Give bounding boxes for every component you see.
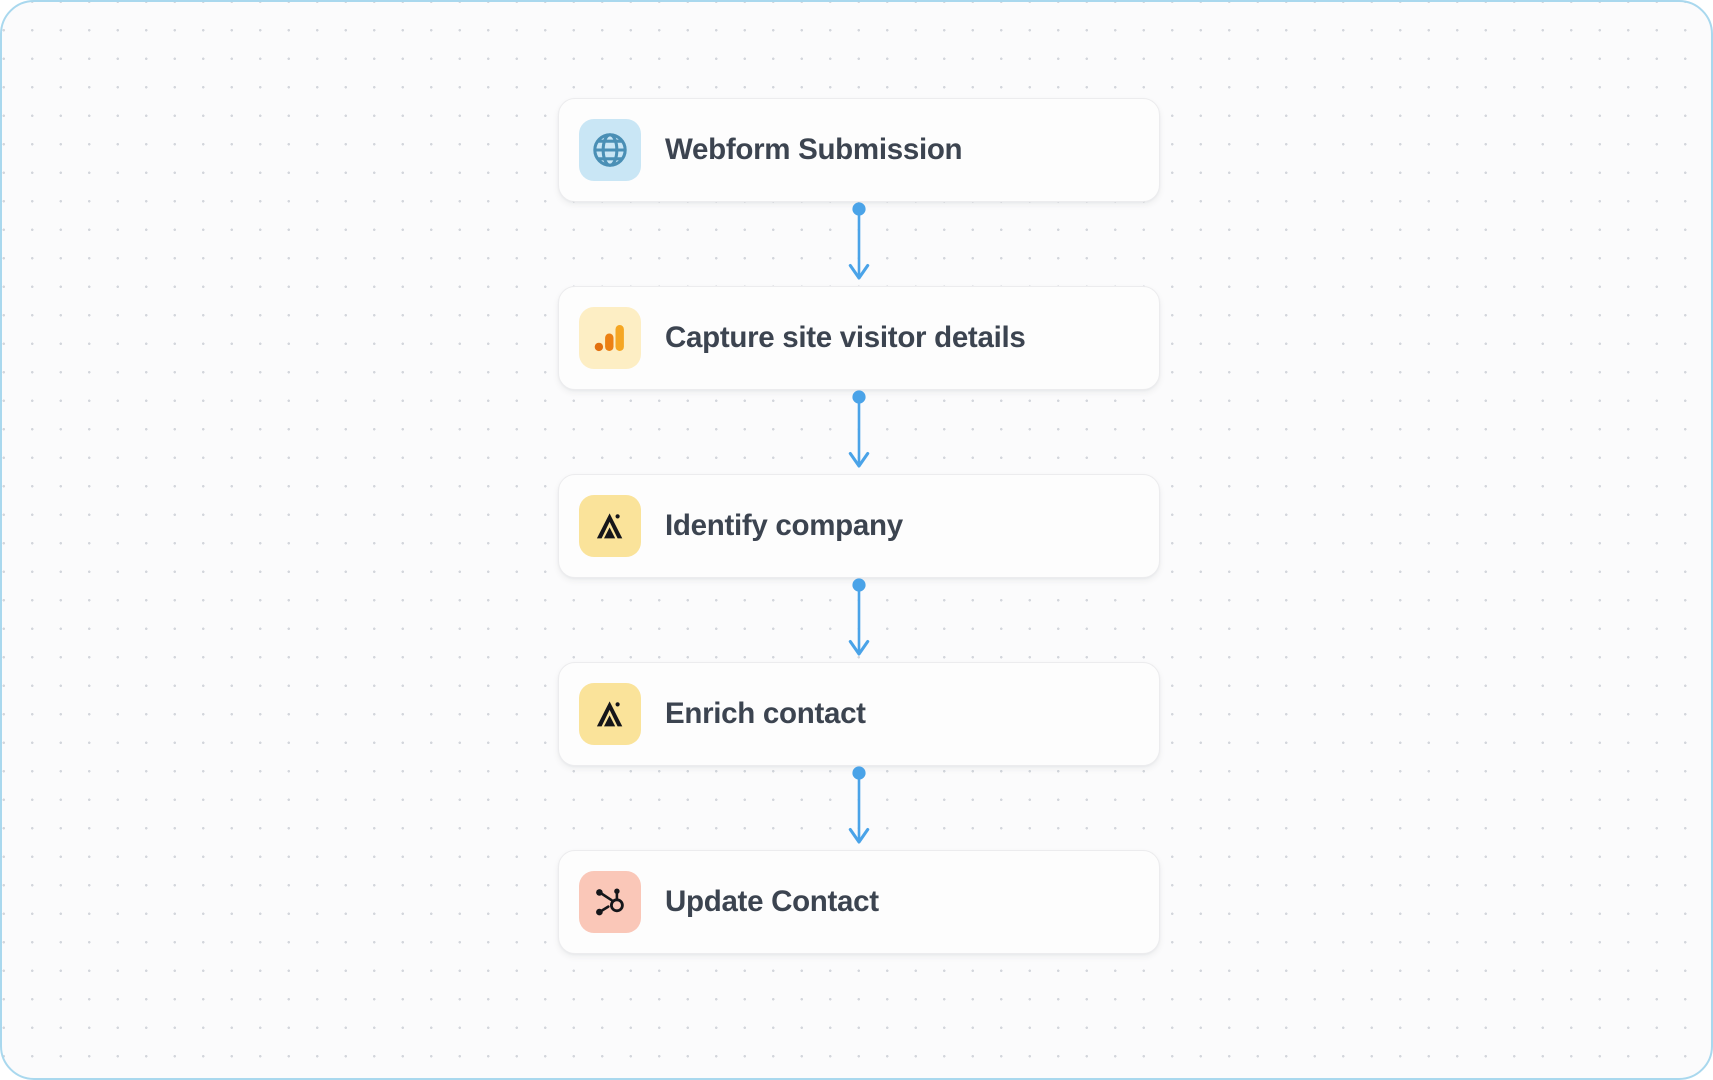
workflow-connector — [558, 766, 1160, 850]
workflow-node-enrich-contact[interactable]: Enrich contact — [558, 662, 1160, 766]
connector-arrowhead — [848, 451, 870, 468]
google-analytics-icon — [579, 307, 641, 369]
apollo-icon — [579, 495, 641, 557]
connector-start-dot — [852, 578, 866, 592]
workflow-node-label: Webform Submission — [665, 133, 963, 166]
workflow-connector — [558, 578, 1160, 662]
workflow-node-label: Capture site visitor details — [665, 321, 1026, 354]
workflow-node-label: Identify company — [665, 509, 903, 542]
workflow-node-update-contact[interactable]: Update Contact — [558, 850, 1160, 954]
workflow-node-webform-submission[interactable]: Webform Submission — [558, 98, 1160, 202]
workflow-node-label: Update Contact — [665, 885, 879, 918]
connector-arrowhead — [848, 827, 870, 844]
workflow-connector — [558, 202, 1160, 286]
workflow-node-label: Enrich contact — [665, 697, 866, 730]
workflow-node-capture-site-visitor-details[interactable]: Capture site visitor details — [558, 286, 1160, 390]
workflow-connector — [558, 390, 1160, 474]
workflow-node-identify-company[interactable]: Identify company — [558, 474, 1160, 578]
hubspot-icon — [579, 871, 641, 933]
connector-start-dot — [852, 766, 866, 780]
connector-start-dot — [852, 202, 866, 216]
globe-icon — [579, 119, 641, 181]
apollo-icon — [579, 683, 641, 745]
connector-arrowhead — [848, 639, 870, 656]
connector-arrowhead — [848, 263, 870, 280]
connector-start-dot — [852, 390, 866, 404]
workflow-flow: Webform Submission Capture site visitor … — [558, 98, 1160, 954]
